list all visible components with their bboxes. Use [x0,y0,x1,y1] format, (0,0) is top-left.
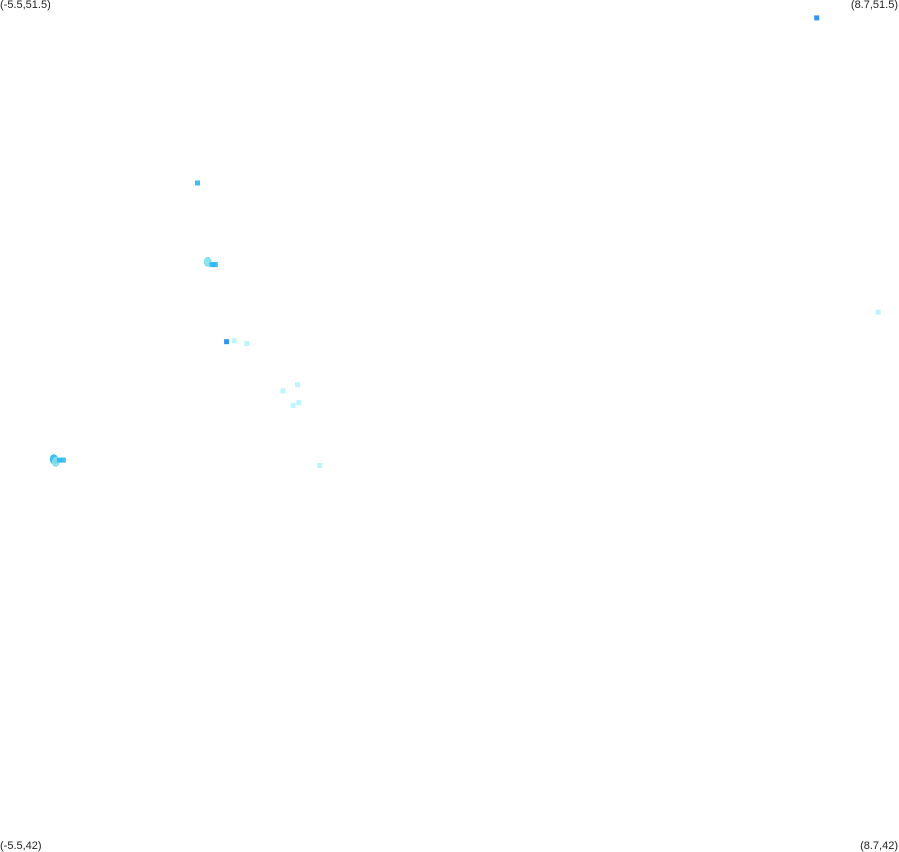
corner-label-top-right: (8.7,51.5) [850,0,898,11]
map-point [231,338,237,344]
map-points-layer [49,15,881,468]
corner-label-top-left: (-5.5,51.5) [0,0,51,11]
map-point [280,388,286,394]
map-point [814,15,820,21]
map-point [296,400,302,406]
corner-label-bottom-left: (-5.5,42) [0,840,42,852]
map-point [290,402,296,408]
map-point [875,309,881,315]
map-point [57,457,62,463]
corner-label-bottom-right: (8.7,42) [860,840,898,852]
map-point [60,457,66,463]
map-point [317,463,323,468]
map-point [209,262,215,268]
map-point [195,180,200,186]
map-point [224,339,230,345]
map-point [295,382,301,388]
map-point [244,341,250,346]
map-point [212,262,218,268]
